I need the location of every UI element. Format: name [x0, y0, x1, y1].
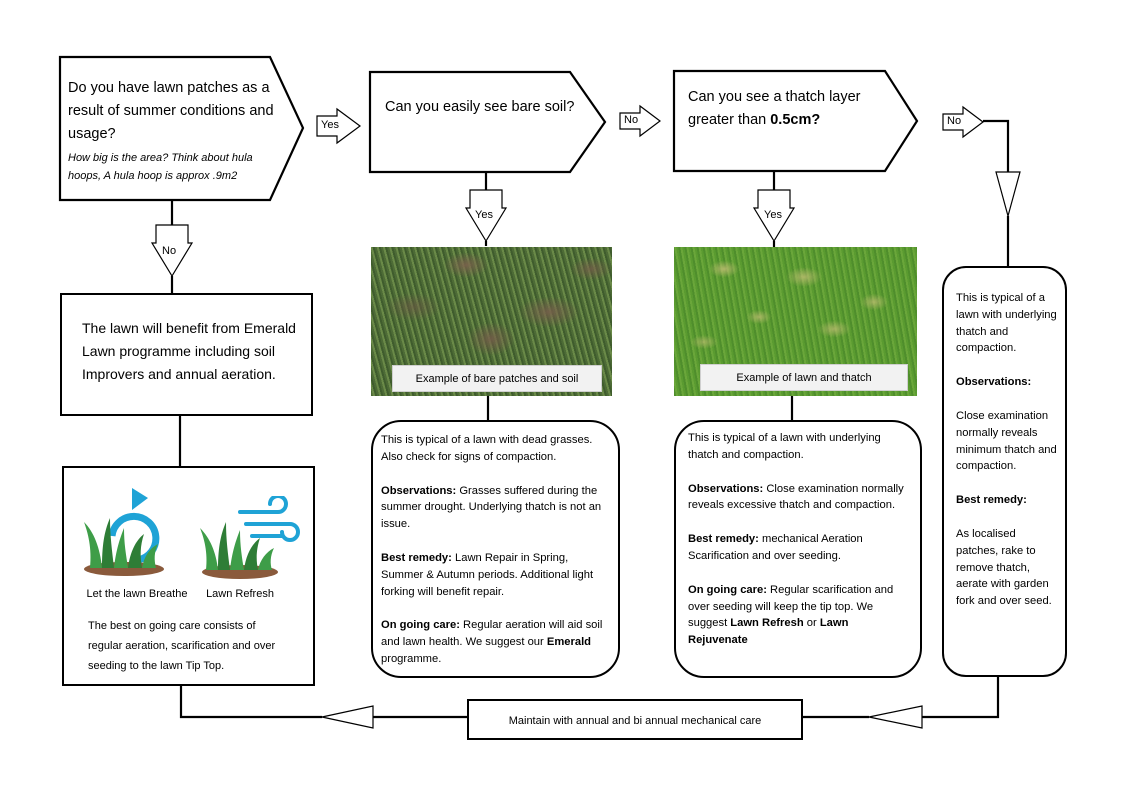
card1-care-label: On going care: — [381, 619, 460, 632]
question-3-text: Can you see a thatch layer greater than — [688, 89, 861, 128]
care-text: The best on going care consists of regul… — [88, 620, 276, 672]
yes-arrow-q3-down — [752, 189, 796, 243]
thatch-caption: Example of lawn and thatch — [700, 364, 908, 391]
no-label-q3: No — [947, 115, 962, 127]
card3-remedy-text: As localised patches, rake to remove tha… — [956, 527, 1052, 608]
card3-obs-label: Observations: — [956, 376, 1032, 389]
card1-care: On going care: Regular aeration will aid… — [381, 617, 610, 667]
card2-care: On going care: Regular scarification and… — [688, 582, 910, 649]
yes-arrow-q1-q2 — [316, 107, 362, 145]
no-arrow-q2-q3 — [619, 104, 661, 138]
left-triangle-bottom-right — [868, 705, 923, 729]
card2-care-bold2: Lawn Rejuvenate — [688, 617, 849, 647]
card1-obs-text: Grasses suffered during the summer droug… — [381, 484, 602, 531]
refresh-icon — [200, 496, 300, 579]
left-triangle-bottom-left — [321, 705, 374, 729]
card2-remedy-label: Best remedy: — [688, 533, 759, 546]
card2-care-bold1: Lawn Refresh — [730, 617, 804, 630]
card2-observations: Observations: Close examination normally… — [688, 481, 910, 515]
yes-label-q2-down: Yes — [475, 209, 493, 221]
breathe-label: Let the lawn Breathe — [86, 588, 188, 600]
bare-patches-caption: Example of bare patches and soil — [392, 365, 602, 392]
card3-intro: This is typical of a lawn with underlyin… — [956, 292, 1057, 355]
card3-obs-text: Close examination normally reveals minim… — [956, 409, 1057, 473]
care-icons-box: Let the lawn Breathe Lawn Refresh The be… — [62, 466, 315, 686]
card3-remedy-label: Best remedy: — [956, 494, 1027, 507]
no-label-q2: No — [624, 114, 639, 126]
question-3-threshold: 0.5cm? — [770, 112, 821, 128]
card1-remedy-text: Lawn Repair in Spring, Summer & Autumn p… — [381, 551, 594, 598]
thatch-card: This is typical of a lawn with underlyin… — [674, 420, 922, 678]
card2-obs-label: Observations: — [688, 482, 764, 495]
emerald-programme-text: The lawn will benefit from Emerald Lawn … — [82, 320, 296, 382]
card1-care-text: Regular aeration will aid soil and lawn … — [381, 619, 603, 649]
card1-care-bold: Emerald — [546, 636, 592, 649]
card2-care-label: On going care: — [688, 583, 767, 596]
card1-obs-label: Observations: — [381, 484, 457, 497]
card2-obs-text: Close examination normally reveals exces… — [688, 482, 904, 512]
bare-soil-card: This is typical of a lawn with dead gras… — [371, 420, 620, 678]
yes-label-q1: Yes — [321, 119, 339, 131]
question-3: Can you see a thatch layer greater than … — [688, 86, 878, 132]
card1-care-end: programme. — [381, 652, 442, 665]
emerald-programme-box: The lawn will benefit from Emerald Lawn … — [60, 293, 313, 416]
card1-remedy: Best remedy: Lawn Repair in Spring, Summ… — [381, 550, 610, 600]
question-1: Do you have lawn patches as a result of … — [68, 77, 283, 185]
question-1-note: How big is the area? Think about hula ho… — [68, 152, 253, 182]
card2-care-mid: or — [803, 617, 820, 630]
question-1-shape — [58, 55, 305, 202]
bare-patches-photo: Example of bare patches and soil — [371, 247, 612, 396]
question-2-text: Can you easily see bare soil? — [385, 99, 575, 115]
card2-intro: This is typical of a lawn with underlyin… — [688, 432, 881, 461]
card1-observations: Observations: Grasses suffered during th… — [381, 483, 610, 533]
refresh-label: Lawn Refresh — [206, 588, 274, 600]
maintain-box: Maintain with annual and bi annual mecha… — [467, 699, 803, 740]
yes-label-q3-down: Yes — [764, 209, 782, 221]
thatch-photo: Example of lawn and thatch — [674, 247, 917, 396]
card1-intro: This is typical of a lawn with dead gras… — [381, 434, 593, 463]
card2-remedy: Best remedy: mechanical Aeration Scarifi… — [688, 531, 910, 565]
question-1-text: Do you have lawn patches as a result of … — [68, 80, 274, 142]
card2-care-text: Regular scarification and over seeding w… — [688, 583, 894, 630]
question-2-shape — [368, 70, 607, 174]
card2-remedy-text: mechanical Aeration Scarification and ov… — [688, 533, 863, 562]
minimum-thatch-card: This is typical of a lawn with underlyin… — [942, 266, 1067, 677]
no-label-q1-down: No — [162, 245, 177, 257]
down-triangle-right — [995, 171, 1021, 219]
no-arrow-q3-right — [942, 105, 984, 139]
breathe-icon — [84, 488, 164, 576]
no-arrow-q1-down — [150, 224, 194, 278]
yes-arrow-q2-down — [464, 189, 508, 243]
question-3-shape — [672, 69, 919, 173]
card1-remedy-label: Best remedy: — [381, 551, 452, 564]
